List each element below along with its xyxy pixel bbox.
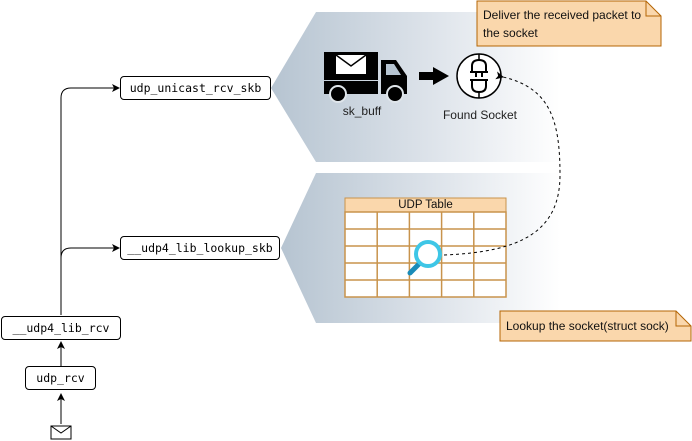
udp4-lib-lookup-skb-label: __udp4_lib_lookup_skb: [127, 241, 273, 255]
udp-table-title: UDP Table: [398, 199, 453, 211]
lookup-note: [499, 310, 692, 342]
truck-icon: [324, 52, 407, 103]
udp4-lib-lookup-skb-box[interactable]: __udp4_lib_lookup_skb: [120, 236, 280, 260]
udp-unicast-rcv-skb-box[interactable]: udp_unicast_rcv_skb: [120, 76, 271, 100]
deliver-arrow-icon: [419, 67, 449, 85]
magnifier-icon: [407, 240, 442, 276]
lookup-to-socket-dashed-arrow: [443, 71, 561, 256]
udp-unicast-rcv-skb-label: udp_unicast_rcv_skb: [129, 81, 262, 95]
found-socket-label: Found Socket: [442, 108, 518, 122]
arrow-lib-rcv-to-unicast: [60, 84, 120, 258]
udp-table: [344, 197, 507, 298]
sk-buff-label: sk_buff: [342, 104, 382, 118]
udp-rcv-box[interactable]: udp_rcv: [25, 366, 96, 390]
socket-plug-icon: [456, 53, 502, 99]
lookup-note-text: Lookup the socket(struct sock): [506, 319, 669, 333]
deliver-note-text: Deliver the received packet to the socke…: [483, 8, 642, 40]
arrow-lib-rcv-to-lookup: [60, 244, 120, 315]
deliver-note: [476, 0, 662, 47]
call-flow-connectors: [57, 84, 120, 424]
udp-rcv-label: udp_rcv: [36, 371, 85, 385]
deliver-panel: [271, 12, 560, 162]
udp4-lib-rcv-label: __udp4_lib_rcv: [12, 321, 110, 335]
packet-envelope-icon: [50, 425, 72, 440]
udp4-lib-rcv-box[interactable]: __udp4_lib_rcv: [1, 316, 121, 340]
